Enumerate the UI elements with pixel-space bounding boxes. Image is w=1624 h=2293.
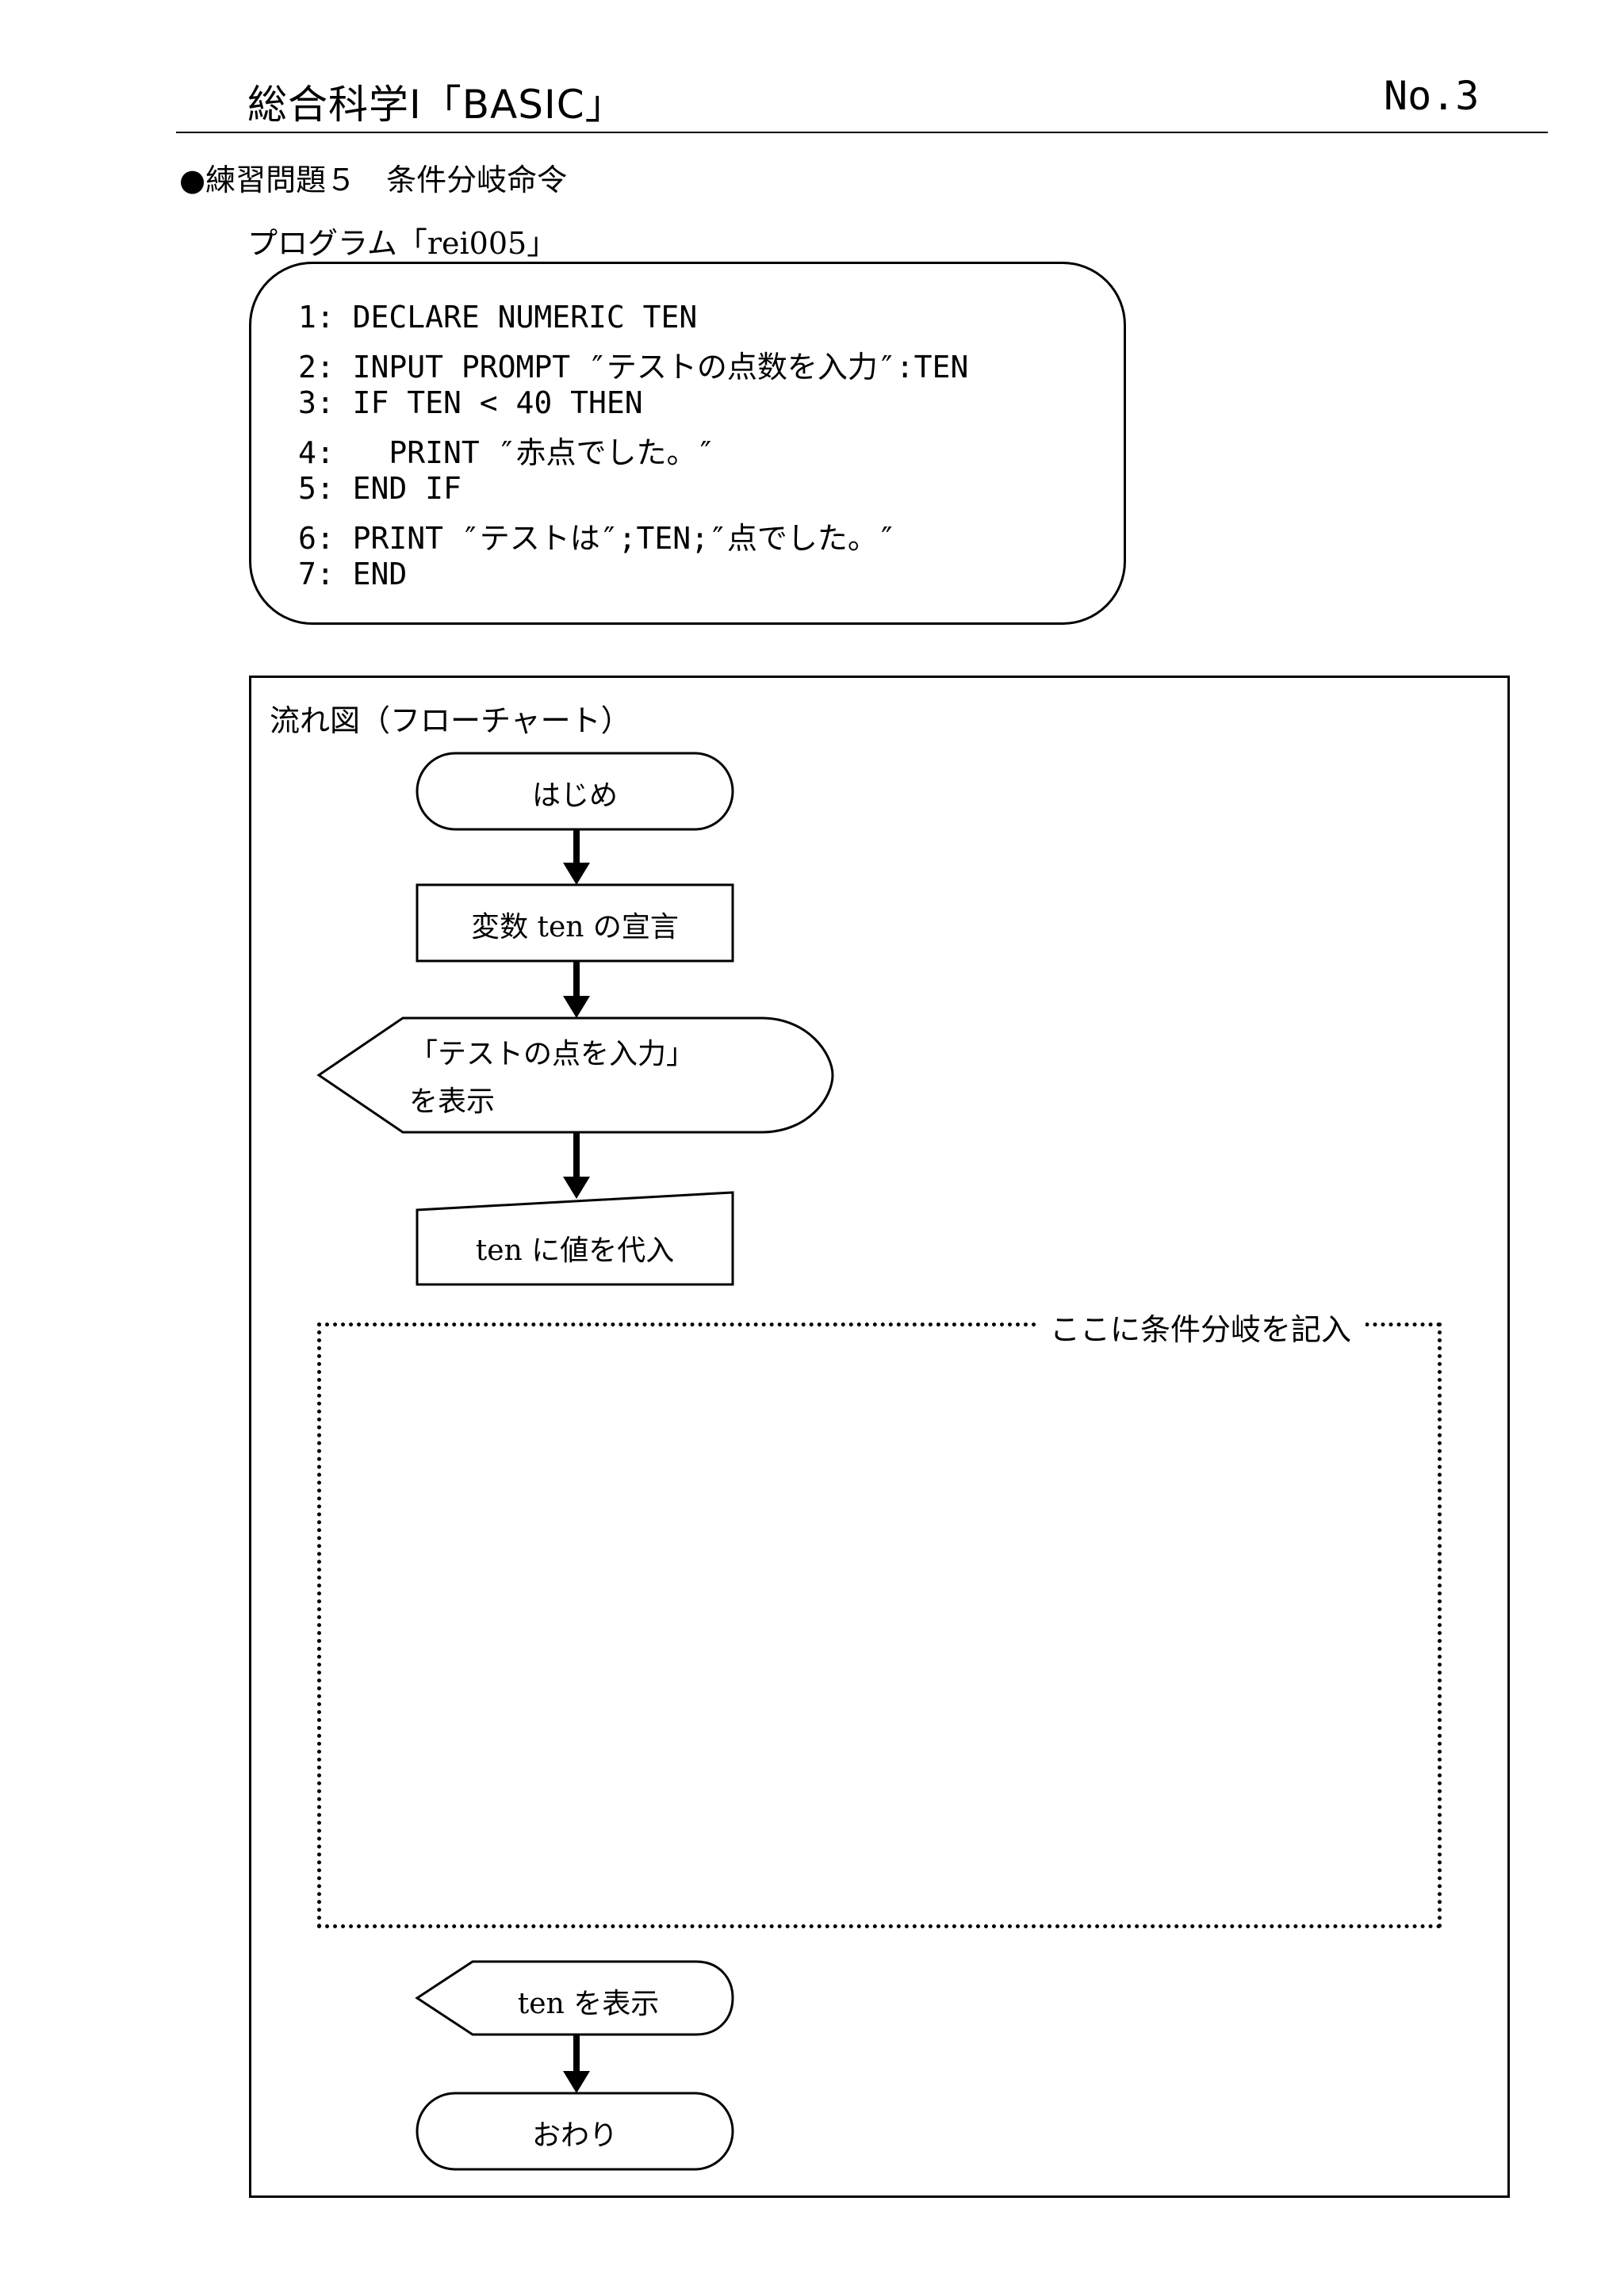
flowchart-frame <box>249 676 1510 2198</box>
end-terminal <box>416 2092 734 2171</box>
display-ten-shape <box>415 1960 734 2036</box>
page-title: 総合科学Ⅰ「BASIC」 <box>247 82 626 128</box>
code-line-7: 7: END <box>298 557 408 591</box>
program-label: プログラム「rei005」 <box>247 226 557 261</box>
code-box <box>249 262 1126 625</box>
end-label: おわり <box>531 2119 618 2152</box>
code-line-2: 2: INPUT PROMPT ″テストの点数を入力″:TEN <box>298 350 969 385</box>
arrow-display-to-input <box>563 1132 590 1199</box>
display-ten-label: ten を表示 <box>517 1988 660 2020</box>
arrow-display-ten-to-end <box>563 2035 590 2093</box>
exercise-heading: ●練習問題５ 条件分岐命令 <box>179 163 568 197</box>
input-shape <box>416 1191 734 1286</box>
branch-placeholder-area <box>317 1323 1442 1928</box>
branch-hint: ここに条件分岐を記入 <box>1036 1305 1366 1349</box>
flowchart-title: 流れ図（フローチャート） <box>270 703 631 738</box>
arrow-declare-to-display <box>563 961 590 1018</box>
page-number: No.3 <box>1384 73 1480 119</box>
code-line-3: 3: IF TEN < 40 THEN <box>298 385 643 420</box>
input-label: ten に値を代入 <box>475 1235 675 1267</box>
start-label: はじめ <box>531 779 618 812</box>
code-line-1: 1: DECLARE NUMERIC TEN <box>298 300 698 335</box>
display-prompt-shape <box>316 1016 834 1134</box>
display-prompt-label-line1: 「テストの点を入力」 <box>409 1038 695 1070</box>
code-line-6: 6: PRINT ″テストは″;TEN;″点でした。″ <box>298 521 896 556</box>
code-line-4: 4: PRINT ″赤点でした。″ <box>298 435 715 470</box>
display-prompt-label-line2: を表示 <box>409 1085 496 1118</box>
header-rule <box>176 132 1548 133</box>
declare-process <box>416 883 734 963</box>
arrow-start-to-declare <box>563 829 590 885</box>
declare-label: 変数 ten の宣言 <box>471 911 679 944</box>
code-line-5: 5: END IF <box>298 471 462 506</box>
